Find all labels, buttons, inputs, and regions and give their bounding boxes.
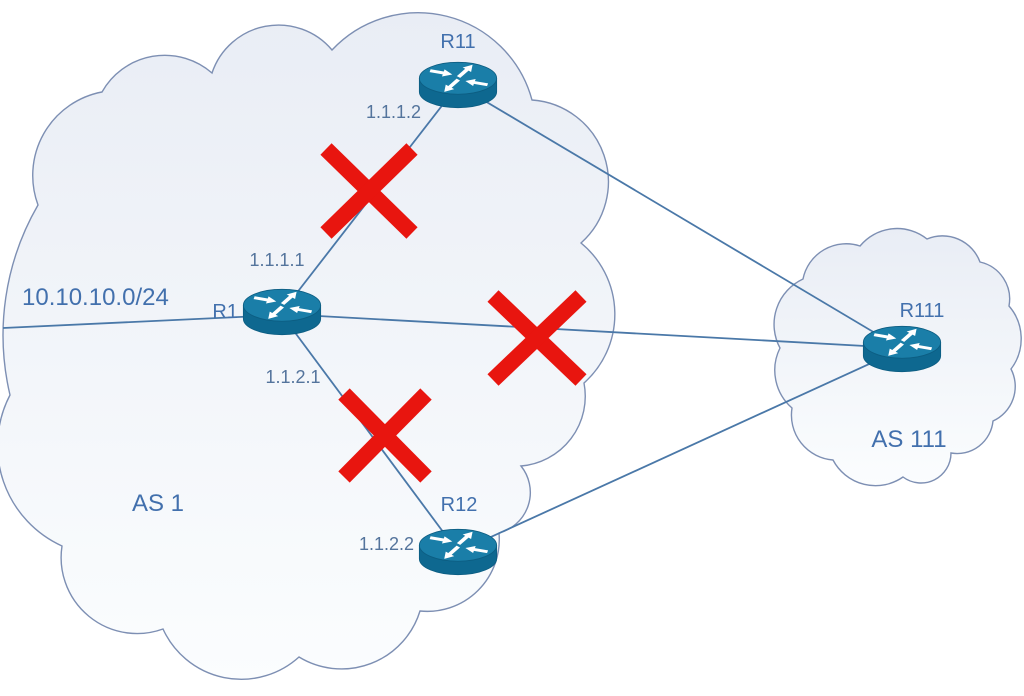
clouds [0, 12, 1022, 680]
as1-label: AS 1 [132, 490, 184, 517]
network-prefix-label: 10.10.10.0/24 [22, 284, 169, 311]
link-r1-network [2, 314, 283, 329]
ip-label-1122: 1.1.2.2 [359, 534, 414, 554]
r111-label: R111 [900, 300, 945, 322]
failed-marks [320, 143, 587, 483]
ip-label-1112: 1.1.1.2 [366, 102, 421, 122]
ip-label-1121: 1.1.2.1 [265, 367, 320, 387]
router-icon-r1 [242, 288, 322, 336]
link-r11-r111 [457, 84, 903, 350]
as1-cloud [0, 12, 616, 680]
failed-x-r1-r111 [487, 290, 587, 386]
failed-x-r1-r11 [320, 143, 418, 239]
ip-label-1111: 1.1.1.1 [249, 250, 304, 270]
router-icon-r11 [418, 61, 498, 109]
link-r12-r111 [457, 348, 903, 553]
link-r1-r12 [281, 314, 459, 553]
r11-label: R11 [440, 31, 475, 53]
link-r1-r111 [281, 313, 903, 349]
router-icon-r12 [418, 528, 498, 576]
r1-label: R1 [212, 301, 238, 323]
x-stroke [487, 290, 587, 386]
links [2, 84, 903, 553]
x-stroke [320, 143, 418, 239]
router-icon-r111 [862, 325, 942, 373]
as111-label: AS 111 [871, 426, 946, 453]
r12-label: R12 [441, 494, 478, 516]
labels-primary: 10.10.10.0/24 AS 1 AS 111 R1 R11 R12 R11… [22, 31, 947, 517]
labels-ip: 1.1.1.1 1.1.1.2 1.1.2.1 1.1.2.2 [249, 102, 421, 554]
failed-x-r1-r12 [338, 388, 432, 483]
x-stroke [338, 388, 432, 483]
